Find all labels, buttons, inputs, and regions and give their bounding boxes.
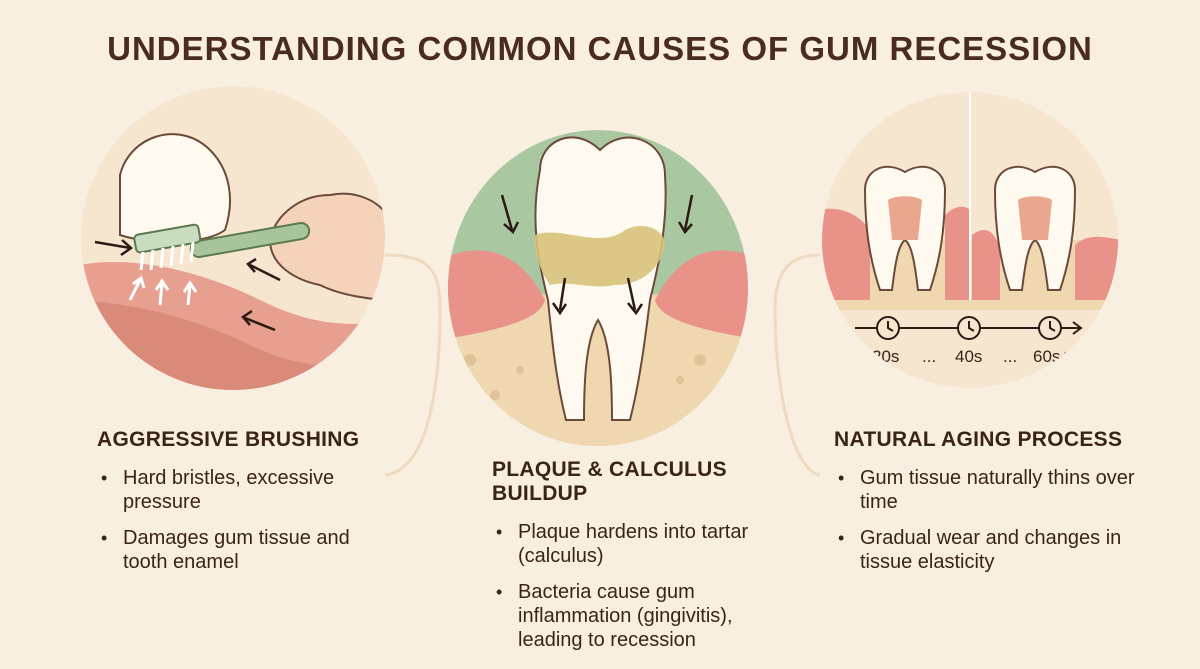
list-item: •Bacteria cause gum inflammation (gingiv… [496, 581, 733, 651]
aging-process-illustration: 20s ... 40s ... 60s+ [822, 92, 1118, 388]
timeline-ellipsis: ... [922, 347, 936, 366]
timeline-label-20s: 20s [872, 347, 899, 366]
bullet-list: •Plaque hardens into tartar (calculus) •… [492, 520, 792, 652]
panel-heading: AGGRESSIVE BRUSHING [97, 428, 360, 451]
bullet-icon: • [838, 528, 845, 548]
panel-aggressive-brushing: AGGRESSIVE BRUSHING •Hard bristles, exce… [97, 428, 397, 586]
hand-icon [268, 192, 385, 302]
bullet-list: •Hard bristles, excessive pressure •Dama… [97, 466, 397, 574]
timeline-label-40s: 40s [955, 347, 982, 366]
connector-right [773, 253, 821, 477]
bullet-icon: • [101, 468, 108, 488]
pressure-arrow-icon [94, 240, 131, 250]
bullet-icon: • [496, 522, 503, 542]
bullet-icon: • [101, 528, 108, 548]
bullet-icon: • [838, 468, 845, 488]
list-item: •Gum tissue naturally thins over time [838, 467, 1135, 513]
page-title: UNDERSTANDING COMMON CAUSES OF GUM RECES… [107, 30, 1093, 67]
list-item: •Plaque hardens into tartar (calculus) [496, 521, 749, 567]
timeline-ellipsis: ... [1003, 347, 1017, 366]
age-timeline [855, 316, 1083, 340]
panel-natural-aging: NATURAL AGING PROCESS •Gum tissue natura… [834, 428, 1164, 586]
list-item: •Hard bristles, excessive pressure [101, 467, 335, 513]
plaque-calculus-illustration [448, 130, 748, 446]
aggressive-brushing-illustration [81, 86, 385, 390]
list-item: •Gradual wear and changes in tissue elas… [838, 527, 1122, 573]
connector-left [384, 253, 442, 477]
timeline-label-60s: 60s+ [1033, 347, 1070, 366]
list-item: •Damages gum tissue and tooth enamel [101, 527, 350, 573]
panel-heading: NATURAL AGING PROCESS [834, 428, 1123, 451]
bullet-icon: • [496, 582, 503, 602]
bullet-list: •Gum tissue naturally thins over time •G… [834, 466, 1164, 574]
